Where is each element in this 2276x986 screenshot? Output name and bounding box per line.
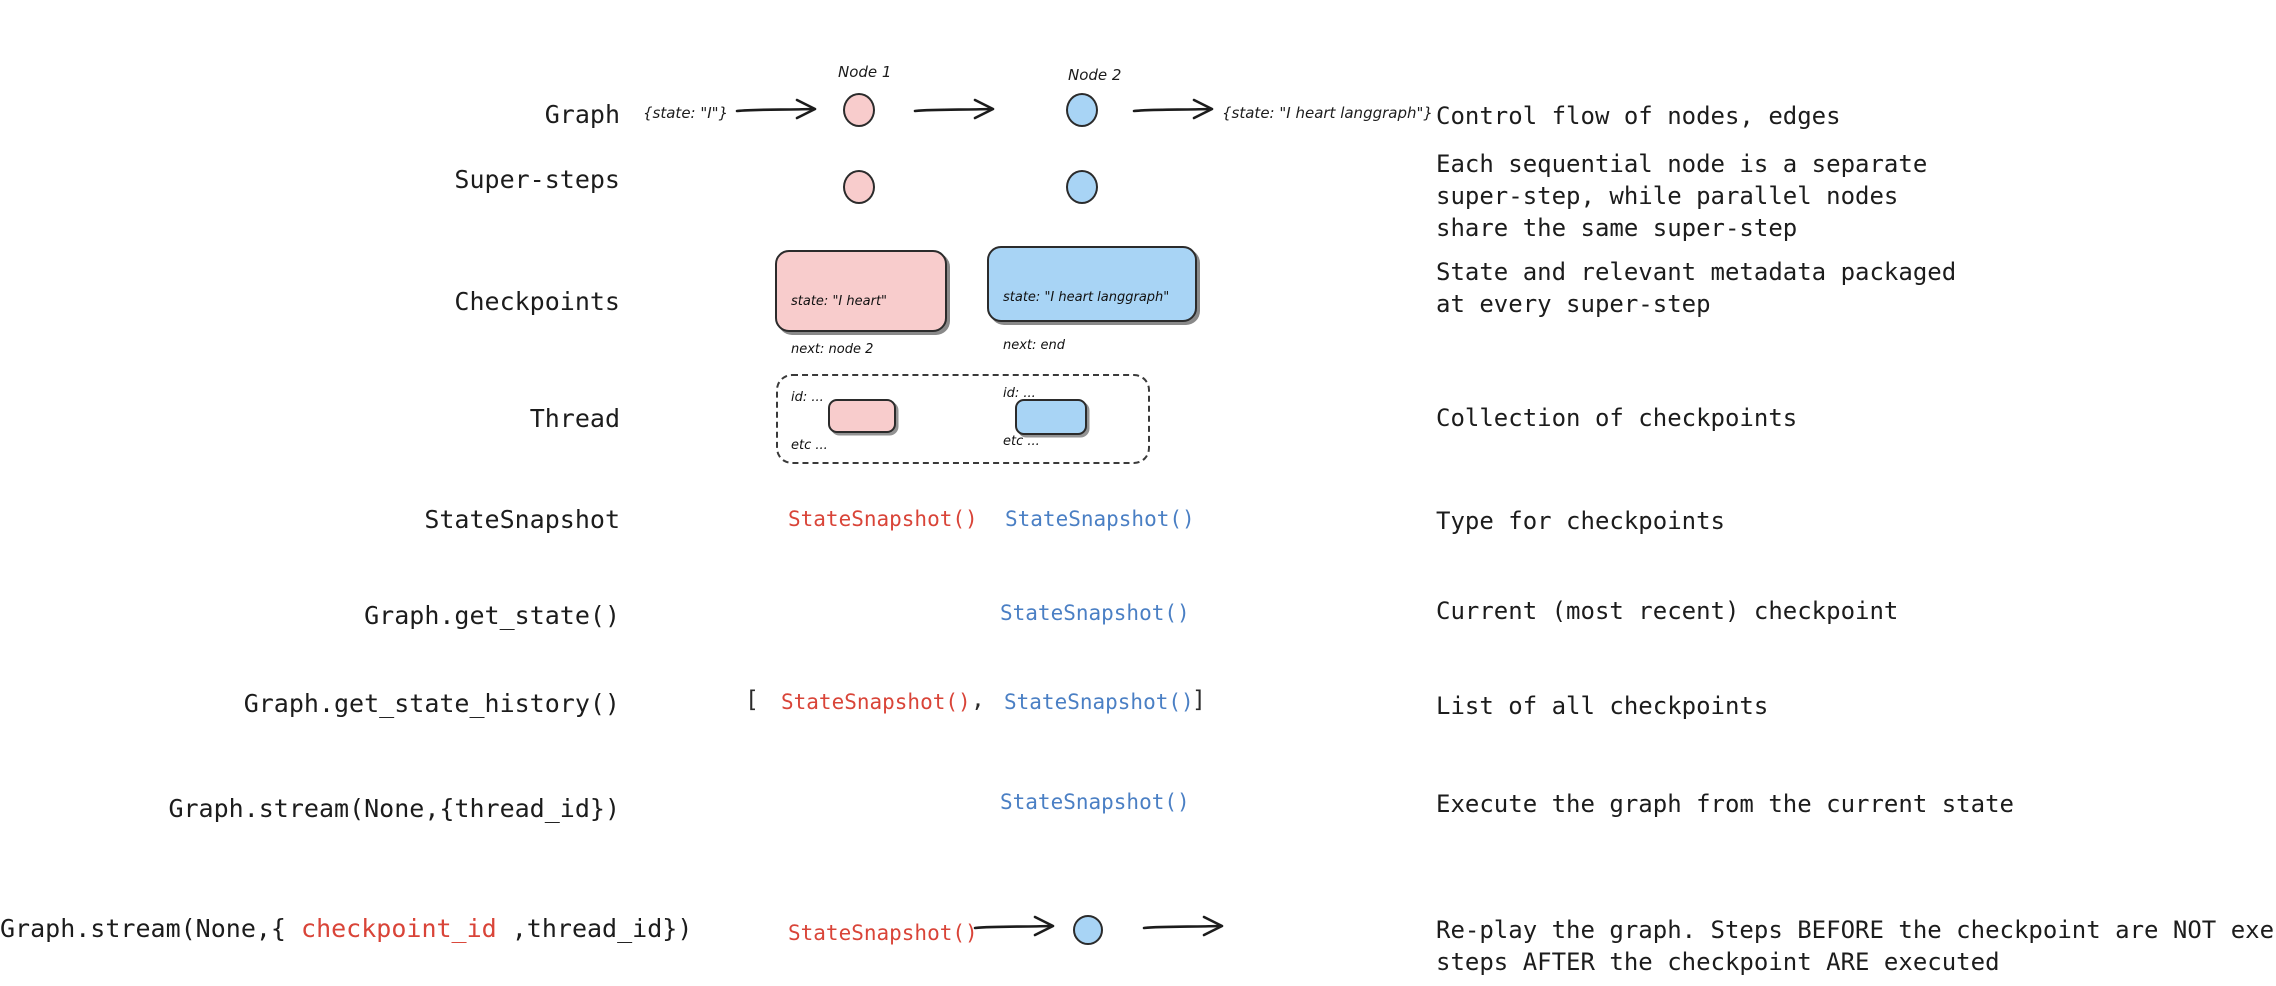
row-label-get-state: Graph.get_state(): [364, 601, 620, 630]
history-close-bracket: ]: [1192, 687, 1206, 713]
row-description-get-state-history: List of all checkpoints: [1436, 692, 1769, 720]
row-label-super-steps: Super-steps: [454, 165, 620, 194]
output-state-annotation: {state: "I heart langgraph"}: [1222, 104, 1433, 122]
history-snapshot-token-blue: StateSnapshot(): [1004, 690, 1194, 714]
row-label-statesnapshot: StateSnapshot: [424, 505, 620, 534]
replay-node-blue: [1073, 915, 1103, 945]
row-label-get-state-history: Graph.get_state_history(): [243, 689, 620, 718]
superstep-node-2: [1066, 170, 1098, 204]
statesnapshot-token-blue: StateSnapshot(): [1005, 507, 1195, 531]
node2-label: Node 2: [1068, 66, 1122, 84]
checkpoint-pink-line-1: state: "I heart": [791, 294, 888, 309]
stream-thread-snapshot-token: StateSnapshot(): [1000, 790, 1190, 814]
checkpoint-pink-line-4: etc ...: [791, 438, 828, 453]
thread-container: [776, 374, 1150, 464]
row-description-stream-checkpoint: Re-play the graph. Steps BEFORE the chec…: [1436, 916, 2276, 976]
checkpoint-blue-line-4: etc ...: [1003, 434, 1040, 449]
row-label-graph: Graph: [544, 100, 620, 129]
row-description-graph: Control flow of nodes, edges: [1436, 102, 1841, 130]
superstep-node-1: [843, 170, 875, 204]
stream-checkpoint-highlight: checkpoint_id: [301, 914, 497, 943]
checkpoint-blue-line-2: next: end: [1003, 338, 1066, 353]
graph-arrow-1: [735, 98, 817, 120]
checkpoint-box-blue: state: "I heart langgraph" next: end id:…: [987, 246, 1197, 449]
node1-label: Node 1: [838, 63, 892, 81]
row-description-thread: Collection of checkpoints: [1436, 404, 1798, 432]
stream-checkpoint-suffix: ,thread_id}): [496, 914, 693, 943]
row-description-stream-thread: Execute the graph from the current state: [1436, 790, 2014, 818]
checkpoint-pink-line-3: id: ...: [791, 390, 824, 405]
history-snapshot-token-red: StateSnapshot(): [781, 690, 971, 714]
replay-arrow-1: [973, 915, 1055, 937]
checkpoint-blue-line-3: id: ...: [1003, 386, 1036, 401]
input-state-annotation: {state: "I"}: [643, 104, 729, 122]
row-label-stream-checkpoint: Graph.stream(None,{ checkpoint_id ,threa…: [0, 914, 692, 943]
thread-checkpoint-pink: [828, 399, 896, 433]
stream-checkpoint-prefix: Graph.stream(None,{: [0, 914, 302, 943]
replay-arrow-2: [1142, 915, 1224, 937]
graph-arrow-2: [913, 98, 995, 120]
row-description-get-state: Current (most recent) checkpoint: [1436, 597, 1899, 625]
checkpoint-box-pink: state: "I heart" next: node 2 id: ... et…: [775, 250, 947, 453]
graph-node-1: [843, 93, 875, 127]
row-label-checkpoints: Checkpoints: [454, 287, 620, 316]
checkpoint-pink-line-2: next: node 2: [791, 342, 874, 357]
history-comma: ,: [971, 687, 985, 713]
graph-node-2: [1066, 93, 1098, 127]
replay-snapshot-token: StateSnapshot(): [788, 921, 978, 945]
get-state-snapshot-token: StateSnapshot(): [1000, 601, 1190, 625]
thread-checkpoint-blue: [1015, 399, 1087, 435]
row-description-checkpoints: State and relevant metadata packaged at …: [1436, 258, 1957, 318]
row-description-statesnapshot: Type for checkpoints: [1436, 507, 1725, 535]
history-open-bracket: [: [745, 687, 759, 713]
checkpoint-blue-line-1: state: "I heart langgraph": [1003, 290, 1170, 305]
row-label-stream-thread: Graph.stream(None,{thread_id}): [168, 794, 620, 823]
row-label-thread: Thread: [529, 404, 620, 433]
row-description-super-steps: Each sequential node is a separate super…: [1436, 150, 1928, 242]
statesnapshot-token-red: StateSnapshot(): [788, 507, 978, 531]
graph-arrow-3: [1132, 98, 1214, 120]
